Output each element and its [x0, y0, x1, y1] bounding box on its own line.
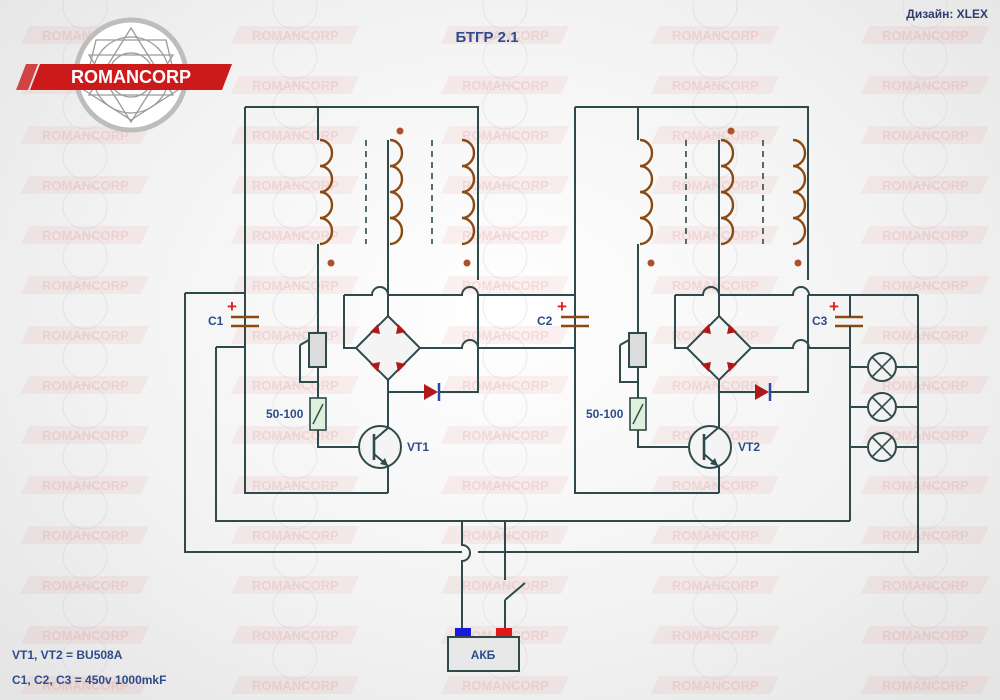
capacitor-c2: [561, 315, 589, 328]
logo-banner: [30, 64, 232, 90]
switch: [504, 582, 526, 601]
watermark-tile: ROMANCORP: [860, 634, 990, 695]
battery: [447, 636, 520, 672]
coil-l1: [319, 138, 334, 246]
note-capacitors: C1, C2, C3 = 450v 1000mkF: [12, 673, 166, 687]
vt2-label: VT2: [738, 440, 760, 454]
capacitor-c3: [835, 315, 863, 328]
watermark-layer: ROMANCORP ROMANCORP ROMANCORP ROMANCORP ROMA…: [20, 0, 990, 695]
battery-positive-terminal: [496, 628, 512, 637]
design-credit: Дизайн: XLEX: [906, 7, 988, 21]
logo-text: ROMANCORP: [71, 67, 191, 87]
coil-r1: [639, 138, 654, 246]
watermark-tile: ROMANCORP: [230, 0, 360, 45]
romancorp-logo: ROMANCORP: [16, 17, 232, 133]
svg-text:ROMANCORP: ROMANCORP: [882, 678, 969, 693]
page-title: БТГР 2.1: [455, 29, 518, 46]
capacitor-c1: [231, 315, 259, 328]
r2-label: 50-100: [586, 407, 624, 421]
c3-plus: +: [829, 297, 839, 316]
note-transistors: VT1, VT2 = BU508A: [12, 648, 123, 662]
lamp-3: [867, 432, 897, 462]
coil-l3: [461, 138, 476, 246]
c2-plus: +: [557, 297, 567, 316]
lamp-2: [867, 392, 897, 422]
battery-section: АКБ: [447, 521, 526, 672]
c2-label: C2: [537, 314, 553, 328]
svg-text:ROMANCORP: ROMANCORP: [462, 678, 549, 693]
svg-text:ROMANCORP: ROMANCORP: [42, 678, 129, 693]
coil-r3: [792, 138, 807, 246]
c3-label: C3: [812, 314, 828, 328]
diode-right: [755, 383, 772, 401]
watermark-tile: ROMANCORP: [650, 0, 780, 45]
watermark-tile: ROMANCORP: [20, 634, 150, 695]
right-block: + C2 + C3 50-100 VT2: [478, 106, 919, 553]
r1-label: 50-100: [266, 407, 304, 421]
coil-l2: [389, 138, 404, 246]
c1-plus: +: [227, 297, 237, 316]
coil-r2: [720, 138, 735, 246]
diode-bridge-right: [685, 314, 753, 382]
transistor-vt2: [688, 425, 732, 469]
watermark-tile: ROMANCORP: [230, 634, 360, 695]
lamp-1: [867, 352, 897, 382]
battery-negative-terminal: [455, 628, 471, 637]
vt1-label: VT1: [407, 440, 429, 454]
diode-left: [424, 383, 441, 401]
transistor-vt1: [358, 425, 402, 469]
battery-label: АКБ: [471, 648, 496, 662]
c1-label: C1: [208, 314, 224, 328]
svg-text:ROMANCORP: ROMANCORP: [252, 678, 339, 693]
potentiometer-right: [628, 332, 647, 368]
svg-text:ROMANCORP: ROMANCORP: [672, 678, 759, 693]
watermark-tile: ROMANCORP: [440, 634, 570, 695]
left-block: + C1 50-100 VT1: [184, 106, 850, 553]
diode-bridge-left: [354, 314, 422, 382]
watermark-tile: ROMANCORP: [650, 634, 780, 695]
potentiometer-left: [308, 332, 327, 368]
